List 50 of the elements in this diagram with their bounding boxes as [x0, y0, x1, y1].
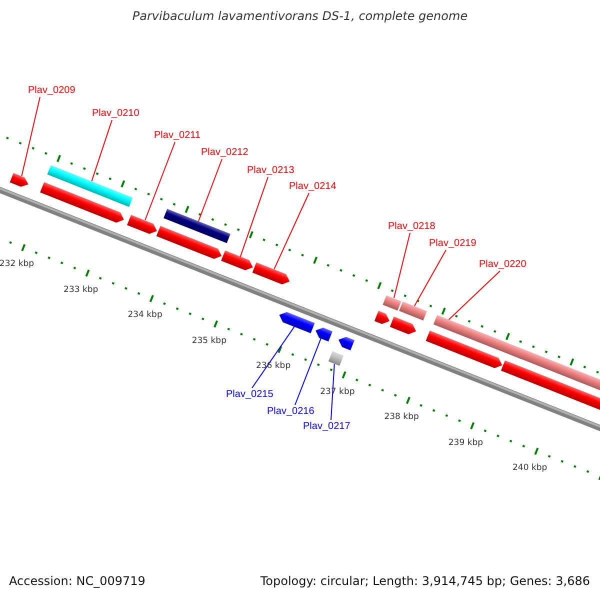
leader-line: [198, 158, 222, 222]
gene-label: Plav_0214: [289, 181, 336, 192]
leader-line: [252, 326, 295, 388]
chart-title: Parvibaculum lavamentivorans DS-1, complete genome: [131, 9, 469, 23]
gene-bar: [398, 301, 426, 320]
scale-label: 233 kbp: [64, 284, 98, 295]
gene-block: [127, 214, 160, 236]
scale-label: 234 kbp: [128, 310, 162, 320]
leader-line: [330, 364, 335, 420]
leader-line: [274, 192, 310, 270]
scale-label: 239 kbp: [448, 438, 484, 448]
gene-block: [40, 182, 126, 225]
gene-bar: [520, 349, 600, 391]
gene-label: Plav_0215: [226, 389, 274, 400]
gene-label: Plav_0213: [247, 165, 294, 176]
leader-line: [240, 176, 268, 258]
gene-label: Plav_0216: [267, 406, 314, 417]
leader-line: [448, 270, 500, 320]
gene-block: [374, 310, 392, 326]
gene-block: [252, 262, 292, 286]
leader-line: [21, 96, 40, 176]
leader-line: [294, 338, 322, 406]
leader-line: [393, 232, 410, 298]
gene-block: [10, 172, 30, 189]
gene-block: [314, 325, 332, 342]
leader-line: [414, 250, 446, 306]
leader-line: [144, 142, 176, 221]
gene-label: Plav_0209: [28, 85, 76, 96]
scale-label: 240 kbp: [512, 462, 548, 473]
gene-block: [426, 331, 505, 371]
scale-label: 238 kbp: [384, 412, 419, 422]
gene-bar: [382, 294, 402, 310]
gene-block: [390, 316, 418, 337]
gene-block: [500, 360, 600, 413]
genome-summary-text: Topology: circular; Length: 3,914,745 bp; Genes: 3,686: [260, 574, 590, 588]
gene-block: [278, 310, 316, 334]
gene-block: [156, 226, 224, 262]
gene-label: Plav_0220: [479, 259, 526, 270]
gene-label: Plav_0210: [92, 108, 140, 119]
gene-label: Plav_0212: [201, 147, 248, 158]
gene-label: Plav_0219: [429, 238, 476, 249]
gene-label: Plav_0211: [154, 130, 201, 141]
leader-line: [91, 120, 112, 182]
gene-block: [221, 250, 256, 273]
scale-label: 232 kbp: [0, 259, 34, 270]
scale-label: 235 kbp: [192, 336, 226, 346]
accession-text: Accession: NC_009719: [9, 574, 146, 588]
gene-label: Plav_0218: [388, 221, 436, 232]
gene-label: Plav_0217: [303, 421, 350, 432]
gene-block: [336, 334, 354, 350]
